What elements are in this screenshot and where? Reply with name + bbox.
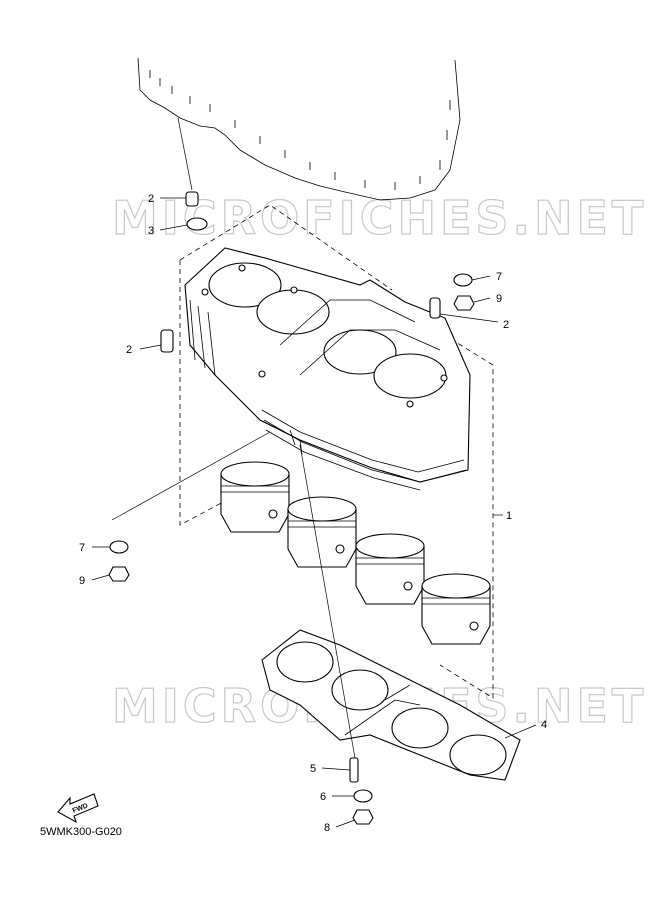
callout-2a: 2 xyxy=(148,193,154,205)
callout-7a: 7 xyxy=(496,271,502,283)
diagram-code: 5WMK300-G020 xyxy=(40,826,122,838)
nut-9-right xyxy=(453,295,475,311)
callout-7b: 7 xyxy=(79,542,85,554)
washer-3 xyxy=(186,217,208,231)
callout-9b: 9 xyxy=(79,575,85,587)
nut-9-left xyxy=(108,566,130,582)
callout-9a: 9 xyxy=(496,293,502,305)
callout-2c: 2 xyxy=(503,319,509,331)
collar-7-right xyxy=(453,273,473,287)
callout-1: 1 xyxy=(506,510,512,522)
callout-8: 8 xyxy=(324,822,330,834)
collar-7-left xyxy=(109,540,129,554)
dowel-pin-right xyxy=(429,297,441,319)
dowel-pin-left xyxy=(160,329,174,353)
leader-lines xyxy=(91,197,537,828)
stud-bolt-5 xyxy=(349,757,359,783)
dowel-pin-top xyxy=(185,191,199,207)
nut-8 xyxy=(352,809,374,825)
base-gasket xyxy=(261,629,521,781)
callout-2b: 2 xyxy=(126,344,132,356)
callout-3: 3 xyxy=(148,225,154,237)
cylinder-block xyxy=(184,247,471,491)
callout-6: 6 xyxy=(320,791,326,803)
callout-5: 5 xyxy=(310,763,316,775)
pistons xyxy=(220,461,491,645)
fwd-arrow-icon: FWD xyxy=(57,793,99,824)
washer-6 xyxy=(353,789,373,803)
callout-4: 4 xyxy=(541,719,547,731)
cylinder-head-outline xyxy=(137,57,461,201)
